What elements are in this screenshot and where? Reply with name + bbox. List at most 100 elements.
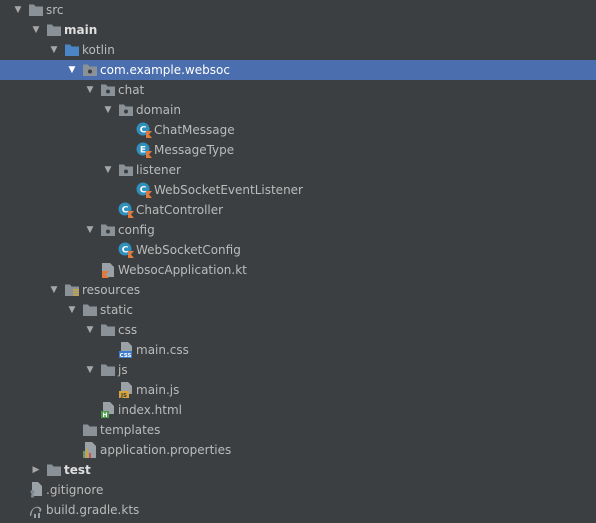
tree-item-test[interactable]: ▶ test — [0, 460, 596, 480]
svg-text:E: E — [140, 146, 146, 156]
tree-item-label: listener — [136, 163, 181, 177]
package-icon — [100, 83, 116, 97]
resources-folder-icon — [64, 283, 80, 297]
tree-item-domain[interactable]: ▼ domain — [0, 100, 596, 120]
chevron-down-icon[interactable]: ▼ — [68, 65, 76, 75]
tree-item-label: application.properties — [100, 443, 232, 457]
tree-item-resources[interactable]: ▼ resources — [0, 280, 596, 300]
tree-item-label: static — [100, 303, 133, 317]
chevron-down-icon[interactable]: ▼ — [50, 45, 58, 55]
gradle-file-icon — [28, 503, 44, 518]
tree-item-chat[interactable]: ▼ chat — [0, 80, 596, 100]
folder-icon — [82, 423, 98, 437]
tree-item-label: ChatController — [136, 203, 224, 217]
tree-item-main[interactable]: ▼ main — [0, 20, 596, 40]
svg-text:CSS: CSS — [120, 353, 132, 358]
properties-file-icon — [82, 442, 98, 458]
tree-item-css[interactable]: ▼ css — [0, 320, 596, 340]
gitignore-file-icon — [28, 482, 44, 498]
kotlin-file-icon — [100, 263, 116, 278]
tree-item-label: css — [118, 323, 138, 337]
folder-icon — [100, 323, 116, 337]
chevron-down-icon[interactable]: ▼ — [68, 305, 76, 315]
tree-item-config[interactable]: ▼ config — [0, 220, 596, 240]
tree-item-label: main.css — [136, 343, 189, 357]
tree-item-label: index.html — [118, 403, 182, 417]
tree-item-src[interactable]: ▼ src — [0, 0, 596, 20]
chevron-right-icon[interactable]: ▶ — [32, 465, 40, 475]
source-root-folder-icon — [64, 43, 80, 57]
tree-item-chatcontroller[interactable]: C ChatController — [0, 200, 596, 220]
svg-text:C: C — [140, 186, 147, 196]
css-file-icon: CSS — [118, 342, 134, 358]
tree-item-label: ChatMessage — [154, 123, 235, 137]
chevron-down-icon[interactable]: ▼ — [104, 165, 112, 175]
tree-item-label: kotlin — [82, 43, 115, 57]
tree-item-label: js — [118, 363, 128, 377]
tree-item-label: src — [46, 3, 64, 17]
tree-item-label: main — [64, 23, 98, 37]
svg-text:JS: JS — [120, 393, 127, 398]
chevron-down-icon[interactable]: ▼ — [14, 5, 22, 15]
kotlin-class-icon: C — [136, 182, 152, 198]
tree-item-label: .gitignore — [46, 483, 104, 497]
tree-item-label: domain — [136, 103, 181, 117]
html-file-icon: H — [100, 402, 116, 418]
chevron-down-icon[interactable]: ▼ — [32, 25, 40, 35]
tree-item-main-css[interactable]: CSS main.css — [0, 340, 596, 360]
tree-item-websocketeventlistener[interactable]: C WebSocketEventListener — [0, 180, 596, 200]
folder-icon — [82, 303, 98, 317]
chevron-down-icon[interactable]: ▼ — [104, 105, 112, 115]
tree-item-static[interactable]: ▼ static — [0, 300, 596, 320]
svg-text:H: H — [102, 412, 107, 418]
tree-item-build-gradle-kts[interactable]: build.gradle.kts — [0, 500, 596, 520]
kotlin-enum-icon: E — [136, 142, 152, 158]
tree-item-label: config — [118, 223, 155, 237]
tree-item-label: main.js — [136, 383, 180, 397]
tree-item-com-example-websoc[interactable]: ▼ com.example.websoc — [0, 60, 596, 80]
svg-text:C: C — [140, 126, 147, 136]
tree-item-main-js[interactable]: JS main.js — [0, 380, 596, 400]
chevron-down-icon[interactable]: ▼ — [86, 325, 94, 335]
chevron-down-icon[interactable]: ▼ — [86, 365, 94, 375]
tree-item-application-properties[interactable]: application.properties — [0, 440, 596, 460]
package-icon — [118, 163, 134, 177]
tree-item-label: WebsocApplication.kt — [118, 263, 247, 277]
tree-item-label: WebSocketEventListener — [154, 183, 303, 197]
folder-icon — [46, 463, 62, 477]
tree-item-label: WebSocketConfig — [136, 243, 241, 257]
tree-item-label: templates — [100, 423, 161, 437]
js-file-icon: JS — [118, 382, 134, 398]
package-icon — [82, 63, 98, 77]
tree-item-websocapplication-kt[interactable]: WebsocApplication.kt — [0, 260, 596, 280]
tree-item-label: com.example.websoc — [100, 63, 230, 77]
tree-item-chatmessage[interactable]: C ChatMessage — [0, 120, 596, 140]
tree-item-label: test — [64, 463, 91, 477]
tree-item-listener[interactable]: ▼ listener — [0, 160, 596, 180]
tree-item-label: build.gradle.kts — [46, 503, 140, 517]
tree-item-label: resources — [82, 283, 141, 297]
package-icon — [100, 223, 116, 237]
tree-item-websocketconfig[interactable]: C WebSocketConfig — [0, 240, 596, 260]
svg-text:C: C — [122, 246, 129, 256]
tree-item-js[interactable]: ▼ js — [0, 360, 596, 380]
tree-item-label: chat — [118, 83, 145, 97]
folder-icon — [100, 363, 116, 377]
svg-text:C: C — [122, 206, 129, 216]
chevron-down-icon[interactable]: ▼ — [86, 225, 94, 235]
chevron-down-icon[interactable]: ▼ — [86, 85, 94, 95]
chevron-down-icon[interactable]: ▼ — [50, 285, 58, 295]
tree-item-kotlin[interactable]: ▼ kotlin — [0, 40, 596, 60]
folder-icon — [46, 23, 62, 37]
kotlin-class-icon: C — [118, 202, 134, 218]
package-icon — [118, 103, 134, 117]
tree-item-label: MessageType — [154, 143, 235, 157]
tree-item-templates[interactable]: templates — [0, 420, 596, 440]
tree-item-messagetype[interactable]: E MessageType — [0, 140, 596, 160]
kotlin-class-icon: C — [118, 242, 134, 258]
folder-icon — [28, 3, 44, 17]
kotlin-class-icon: C — [136, 122, 152, 138]
tree-item-gitignore[interactable]: .gitignore — [0, 480, 596, 500]
